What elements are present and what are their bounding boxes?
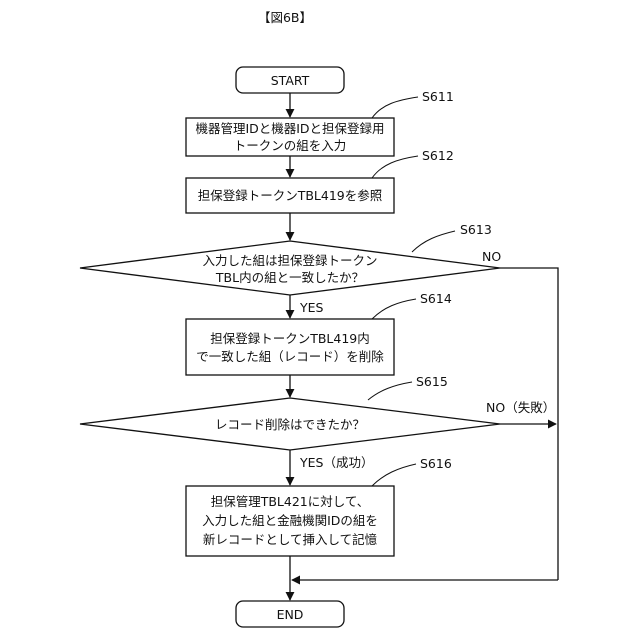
- step-s616-ref: S616: [420, 456, 452, 471]
- step-s614-leader: [372, 299, 416, 319]
- step-s614-box: [186, 319, 394, 375]
- start-terminal: START: [236, 67, 344, 93]
- step-s612-ref: S612: [422, 148, 454, 163]
- start-label: START: [271, 73, 310, 88]
- end-label: END: [277, 607, 304, 622]
- step-s616-line-2: 入力した組と金融機関IDの組を: [202, 513, 378, 528]
- step-s611-leader: [372, 97, 418, 118]
- step-s612-line-1: 担保登録トークンTBL419を参照: [198, 188, 383, 203]
- step-s612: 担保登録トークンTBL419を参照 S612: [186, 148, 454, 213]
- step-s614-line-1: 担保登録トークンTBL419内: [210, 331, 370, 346]
- decision-s615: レコード削除はできたか？ S615 NO（失敗） YES（成功）: [80, 374, 555, 470]
- step-s616: 担保管理TBL421に対して、 入力した組と金融機関IDの組を 新レコードとして…: [186, 456, 452, 556]
- decision-s613-no-label: NO: [482, 249, 501, 264]
- step-s614-ref: S614: [420, 291, 452, 306]
- decision-s615-line-1: レコード削除はできたか？: [215, 417, 365, 432]
- end-terminal: END: [236, 601, 344, 627]
- decision-s613-line-2: TBL内の組と一致したか？: [215, 270, 364, 285]
- step-s616-line-1: 担保管理TBL421に対して、: [211, 494, 370, 509]
- decision-s615-yes-label: YES（成功）: [299, 455, 373, 470]
- step-s614-line-2: で一致した組（レコード）を削除: [196, 349, 384, 364]
- step-s612-leader: [372, 156, 418, 178]
- decision-s615-leader: [368, 382, 412, 400]
- step-s611-line-1: 機器管理IDと機器IDと担保登録用: [195, 121, 384, 136]
- decision-s615-ref: S615: [416, 374, 448, 389]
- decision-s613-ref: S613: [460, 222, 492, 237]
- step-s616-line-3: 新レコードとして挿入して記憶: [203, 532, 378, 547]
- step-s611-line-2: トークンの組を入力: [234, 138, 347, 153]
- decision-s615-no-label: NO（失敗）: [486, 400, 555, 415]
- decision-s613-diamond: [80, 241, 500, 295]
- figure-title: 【図6B】: [258, 10, 312, 25]
- step-s616-leader: [372, 464, 416, 486]
- step-s611-ref: S611: [422, 89, 454, 104]
- decision-s613-line-1: 入力した組は担保登録トークン: [202, 253, 377, 268]
- decision-s613-leader: [412, 231, 455, 252]
- decision-s613-yes-label: YES: [299, 300, 324, 315]
- step-s611: 機器管理IDと機器IDと担保登録用 トークンの組を入力 S611: [186, 89, 454, 156]
